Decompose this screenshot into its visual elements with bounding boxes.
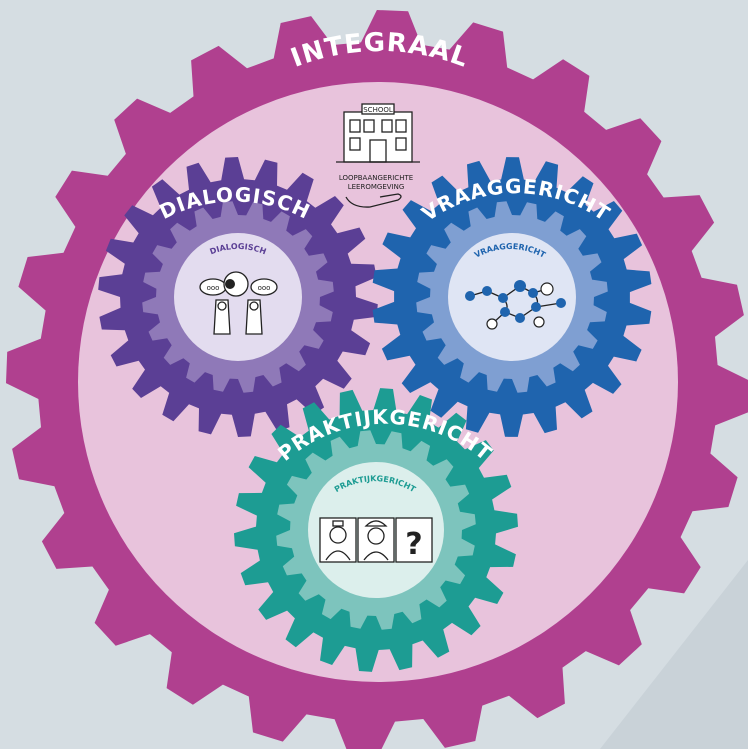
gear-dialogisch: DIALOGISCH DIALOGISCH ooo ooo [98,157,378,437]
connected-dots-path-icon [465,280,566,330]
school-caption-line1: LOOPBAANGERICHTE [339,174,413,182]
hand-icon [345,193,402,208]
gear-praktijkgericht: PRAKTIJKGERICHT PRAKTIJKGERICHT ? [234,388,518,672]
question-mark-icon: ? [405,527,422,562]
background-band [600,560,748,749]
gear-vraaggericht-inner [448,233,576,361]
speech-bubble-right: ooo [258,284,271,292]
school-building-icon: SCHOOL [336,103,420,163]
school-caption-line2: LEEROMGEVING [348,183,405,191]
speech-bubble-left: ooo [207,284,220,292]
gear-vraaggericht: VRAAGGERICHT VRAAGGERICHT [372,157,652,437]
two-people-talking-icon: ooo ooo [199,271,278,335]
school-sign: SCHOOL [363,106,393,114]
three-profession-panels-icon: ? [319,517,433,563]
gear-dialogisch-inner [174,233,302,361]
